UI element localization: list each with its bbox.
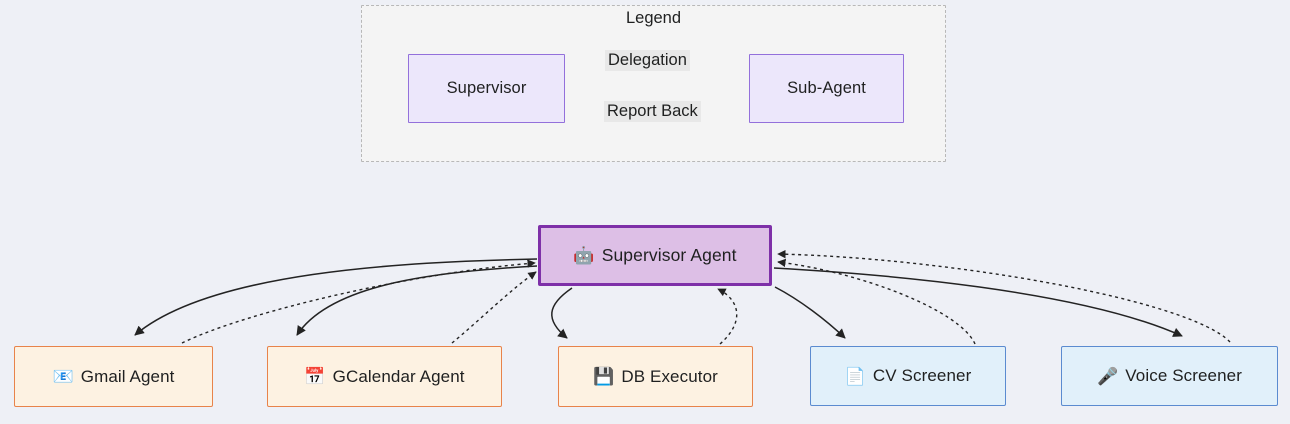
- legend-node-supervisor: Supervisor: [408, 54, 565, 123]
- legend-subagent-label: Sub-Agent: [787, 79, 866, 97]
- legend-supervisor-label: Supervisor: [446, 79, 527, 97]
- page-icon: 📄: [844, 366, 866, 386]
- node-voice-screener[interactable]: 🎤 Voice Screener: [1061, 346, 1278, 406]
- node-cv-screener[interactable]: 📄 CV Screener: [810, 346, 1006, 406]
- floppy-disk-icon: 💾: [593, 367, 615, 386]
- edge-report-gcalendar: [451, 271, 537, 344]
- supervisor-agent-label: Supervisor Agent: [601, 245, 737, 265]
- edge-report-cv: [777, 258, 976, 345]
- edge-delegation-cv: [774, 286, 846, 339]
- edge-delegation-gmail: [134, 258, 538, 336]
- legend-node-subagent: Sub-Agent: [749, 54, 904, 123]
- legend-title: Legend: [625, 9, 682, 27]
- microphone-icon: 🎤: [1097, 366, 1119, 386]
- legend-delegation-label: Delegation: [605, 50, 690, 72]
- edge-report-db: [717, 288, 738, 345]
- edge-delegation-db: [551, 287, 573, 339]
- edge-delegation-voice: [773, 267, 1183, 337]
- edge-report-voice: [777, 249, 1231, 343]
- email-icon: 📧: [52, 367, 74, 386]
- node-gmail-agent[interactable]: 📧 Gmail Agent: [14, 346, 213, 407]
- voice-screener-label: Voice Screener: [1125, 366, 1242, 385]
- edge-delegation-gcalendar: [296, 265, 538, 336]
- cv-screener-label: CV Screener: [872, 366, 972, 385]
- db-executor-label: DB Executor: [621, 366, 718, 386]
- legend-report-back-label: Report Back: [604, 101, 701, 123]
- edge-report-gmail: [181, 259, 536, 344]
- gcalendar-agent-label: GCalendar Agent: [332, 366, 465, 386]
- gmail-agent-label: Gmail Agent: [80, 366, 175, 386]
- node-db-executor[interactable]: 💾 DB Executor: [558, 346, 753, 407]
- node-supervisor-agent[interactable]: 🤖 Supervisor Agent: [538, 225, 772, 286]
- node-gcalendar-agent[interactable]: 📅 GCalendar Agent: [267, 346, 502, 407]
- robot-icon: 🤖: [573, 246, 595, 265]
- calendar-icon: 📅: [304, 367, 326, 386]
